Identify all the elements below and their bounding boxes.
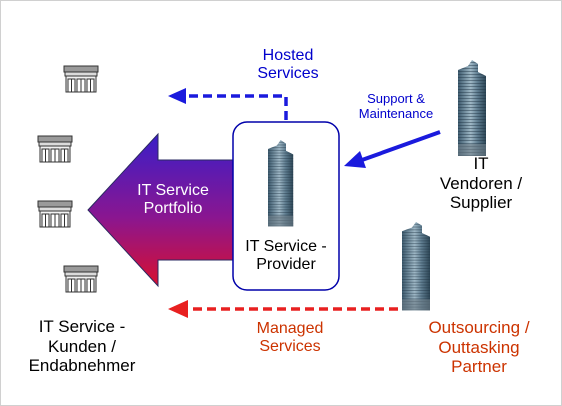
managed-arrowhead <box>168 300 188 318</box>
outsourcing-line-3: Partner <box>451 357 507 377</box>
managed-line-2: Services <box>259 338 321 356</box>
office-tower-icon <box>402 222 430 311</box>
vendor-line-3: Supplier <box>449 193 513 213</box>
store-icon <box>63 65 99 93</box>
hosted-services-label: Hosted Services <box>248 47 328 84</box>
provider-label: IT Service - Provider <box>232 238 340 275</box>
customer-line-1: IT Service - <box>38 317 126 336</box>
customer-line-3: Endabnehmer <box>28 356 136 376</box>
outsourcing-label: Outsourcing / Outtasking Partner <box>416 318 542 377</box>
customer-label: IT Service - Kunden / Endabnehmer <box>14 317 150 376</box>
vendor-label: IT Vendoren / Supplier <box>436 154 526 213</box>
outsourcing-line-1: Outsourcing / <box>428 318 530 337</box>
hosted-line-2: Services <box>257 65 319 83</box>
store-icon <box>37 135 73 163</box>
outsourcing-line-2: Outtasking <box>438 337 520 357</box>
customer-line-2: Kunden / <box>47 336 117 356</box>
hosted-line-1: Hosted <box>262 47 314 64</box>
support-line-2: Maintenance <box>358 105 434 121</box>
portfolio-line-2: Portfolio <box>143 200 203 218</box>
managed-services-label: Managed Services <box>245 320 335 357</box>
support-arrowhead <box>344 151 366 168</box>
office-tower-icon <box>458 60 486 156</box>
support-arrow <box>361 130 441 162</box>
support-line-1: Support & <box>367 91 425 106</box>
hosted-services-arrow <box>186 94 288 120</box>
vendor-line-2: Vendoren / <box>439 173 523 193</box>
provider-line-1: IT Service - <box>245 238 327 255</box>
hosted-arrowhead <box>168 88 186 104</box>
store-icon <box>63 265 99 293</box>
support-maintenance-label: Support & Maintenance <box>344 91 448 122</box>
provider-line-2: Provider <box>256 256 316 274</box>
office-tower-icon <box>268 140 294 227</box>
store-icon <box>37 200 73 228</box>
managed-line-1: Managed <box>256 320 324 337</box>
vendor-line-1: IT <box>473 154 489 173</box>
portfolio-label: IT Service Portfolio <box>118 182 228 219</box>
portfolio-line-1: IT Service <box>137 182 209 199</box>
